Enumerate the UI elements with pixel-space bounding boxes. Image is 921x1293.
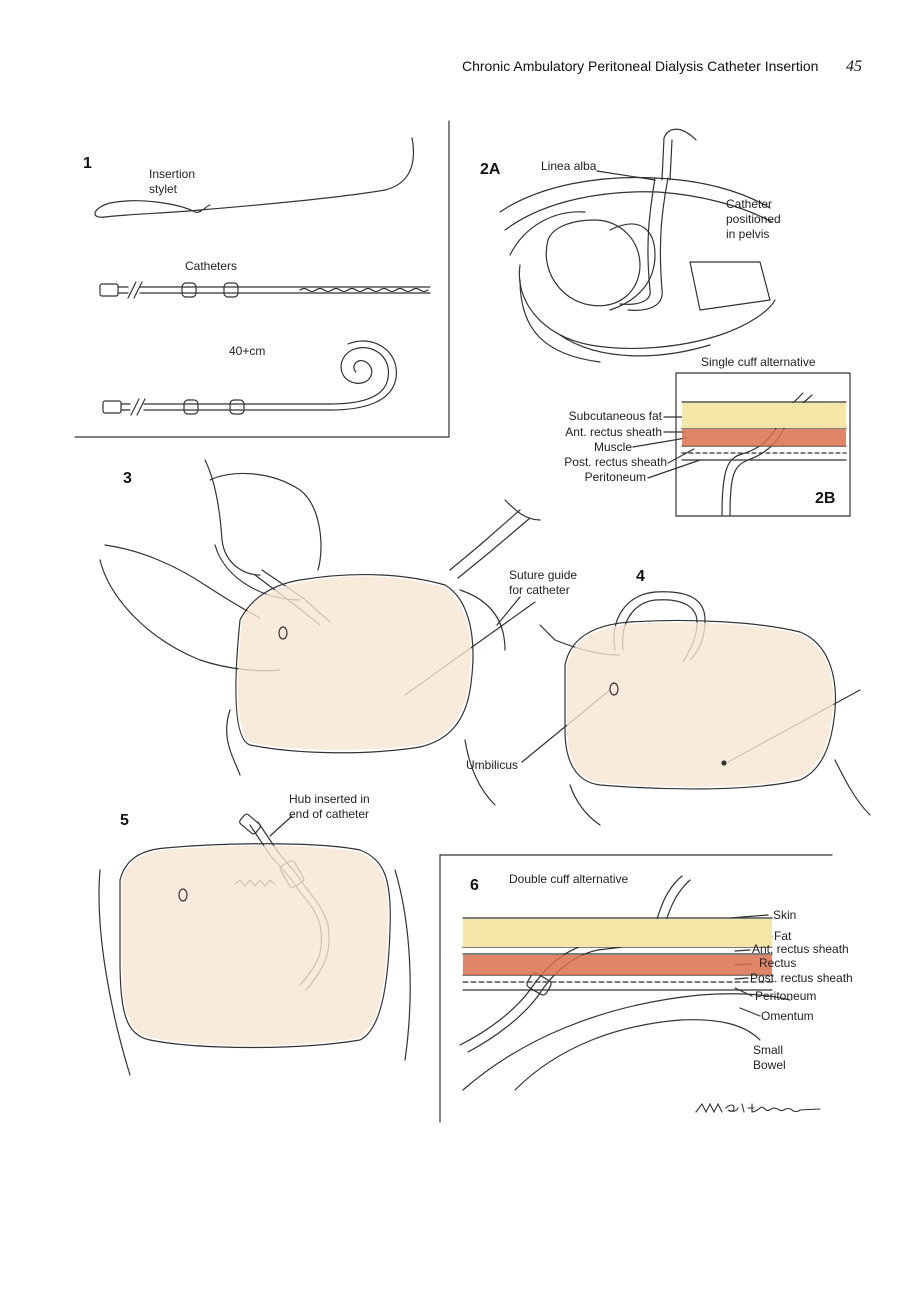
umbilicus-marks	[178, 626, 727, 902]
label-length: 40+cm	[229, 344, 266, 358]
panel-1-frame	[74, 120, 450, 438]
double-cuff-layers	[459, 875, 791, 1091]
label-muscle: Muscle	[593, 440, 632, 454]
label-post-rectus-sheath-6: Post. rectus sheath	[750, 971, 853, 985]
label-skin: Skin	[773, 908, 797, 922]
panel-3-number: 3	[123, 470, 132, 487]
label-subcutaneous-fat: Subcutaneous fat	[568, 409, 662, 423]
insertion-stylet-drawing	[94, 137, 414, 218]
label-fat: Fat	[774, 929, 792, 943]
label-catheter-position: Catheter positioned in pelvis	[726, 197, 781, 241]
panel-6-number: 6	[470, 877, 479, 894]
leader-lines-2	[596, 170, 701, 479]
label-linea-alba: Linea alba	[541, 159, 597, 173]
panel-5-number: 5	[120, 812, 129, 829]
panel-4-number: 4	[636, 568, 645, 585]
label-post-rectus-sheath: Post. rectus sheath	[564, 455, 667, 469]
label-small-bowel: Small Bowel	[753, 1043, 786, 1072]
pelvis-cross-section-drawing	[499, 128, 776, 363]
panel-4-drawing	[539, 591, 871, 826]
artist-signature	[695, 1102, 821, 1114]
coiled-catheter-drawing	[102, 340, 397, 416]
label-umbilicus: Umbilicus	[466, 758, 519, 772]
label-suture-guide: Suture guide for catheter	[509, 568, 578, 597]
panel-1-number: 1	[83, 155, 92, 172]
single-cuff-fills	[682, 403, 846, 446]
label-ant-rectus-sheath: Ant. rectus sheath	[565, 425, 662, 439]
straight-catheter-drawing	[99, 281, 431, 299]
label-single-cuff-title: Single cuff alternative	[701, 355, 816, 369]
label-peritoneum-6: Peritoneum	[755, 989, 817, 1003]
label-double-cuff-title: Double cuff alternative	[509, 872, 629, 886]
panel-2b-number: 2B	[815, 490, 836, 507]
label-ant-rectus-sheath-6: Ant. rectus sheath	[752, 942, 849, 956]
panel-2b-frame	[675, 372, 851, 517]
label-rectus: Rectus	[759, 956, 797, 970]
running-header: Chronic Ambulatory Peritoneal Dialysis C…	[462, 58, 819, 74]
panel-2a-number: 2A	[480, 161, 501, 178]
panel-3-drawing	[99, 459, 541, 806]
double-cuff-fills	[463, 919, 772, 975]
label-catheters: Catheters	[185, 259, 238, 273]
skin-washes	[122, 576, 834, 1046]
panel-6-frame	[439, 854, 833, 1123]
label-omentum: Omentum	[761, 1009, 814, 1023]
page-number: 45	[846, 58, 862, 75]
label-peritoneum-2b: Peritoneum	[584, 470, 646, 484]
label-insertion-stylet: Insertion stylet	[149, 167, 196, 196]
label-hub-inserted: Hub inserted in end of catheter	[289, 792, 370, 821]
